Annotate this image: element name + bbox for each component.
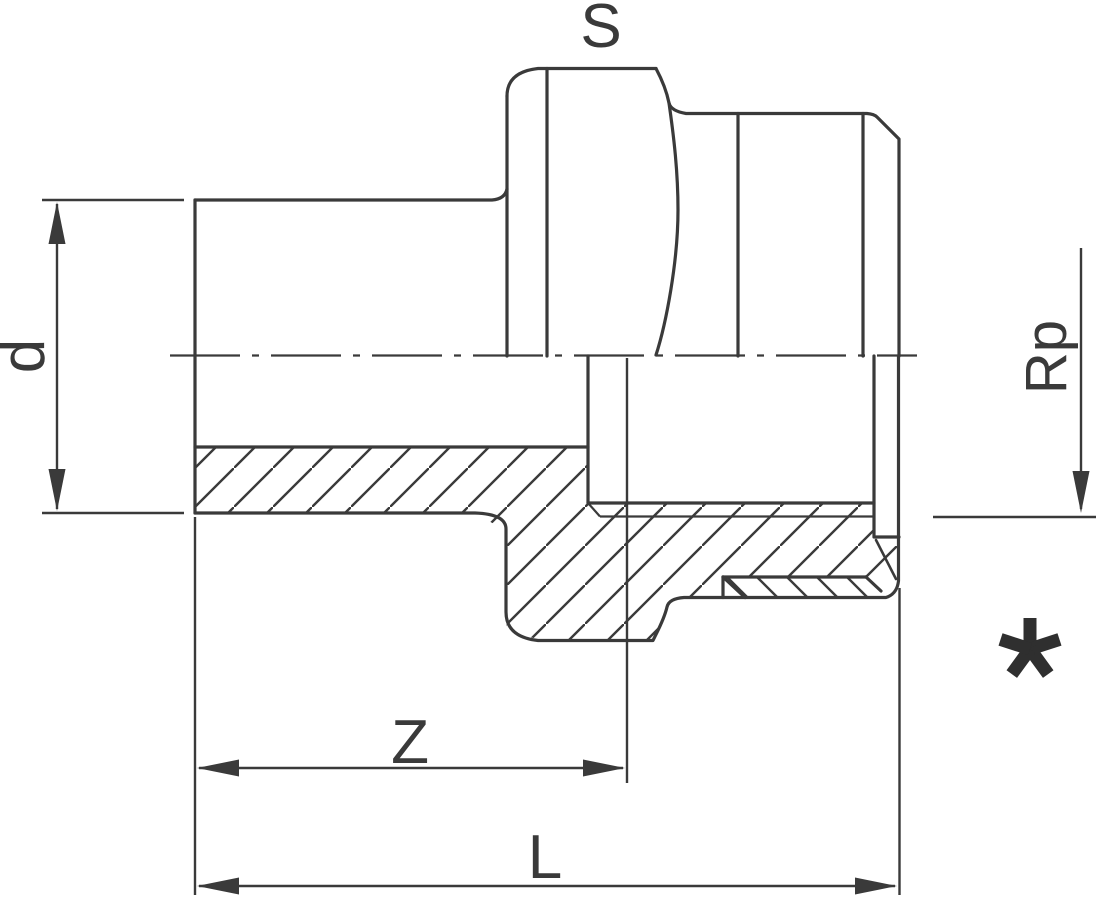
arrow-z-left xyxy=(197,759,239,777)
fitting-outline-lower xyxy=(193,354,901,643)
arrow-l-left xyxy=(197,877,239,895)
arrow-d-top xyxy=(48,202,66,244)
fitting-outline-upper xyxy=(193,66,901,515)
arrow-l-right xyxy=(855,877,897,895)
arrow-z-right xyxy=(583,759,625,777)
body-section-hatch xyxy=(195,447,897,639)
dimension-arrowheads xyxy=(48,202,1090,895)
section-hatching xyxy=(195,447,897,639)
dimension-lines xyxy=(42,198,1096,895)
arrow-rp xyxy=(1072,471,1090,513)
label-wrench-size: S xyxy=(580,0,621,61)
label-z-dimension: Z xyxy=(391,708,429,777)
footnote-asterisk-icon xyxy=(998,618,1062,678)
ring-section-hatch xyxy=(723,577,880,597)
label-pipe-diameter: d xyxy=(0,339,58,373)
dimension-labels: S d Rp Z L xyxy=(0,0,1079,892)
label-thread-size: Rp xyxy=(1014,320,1079,394)
label-overall-length: L xyxy=(528,823,562,892)
arrow-d-bottom xyxy=(48,469,66,511)
thread-major-line xyxy=(587,502,874,518)
